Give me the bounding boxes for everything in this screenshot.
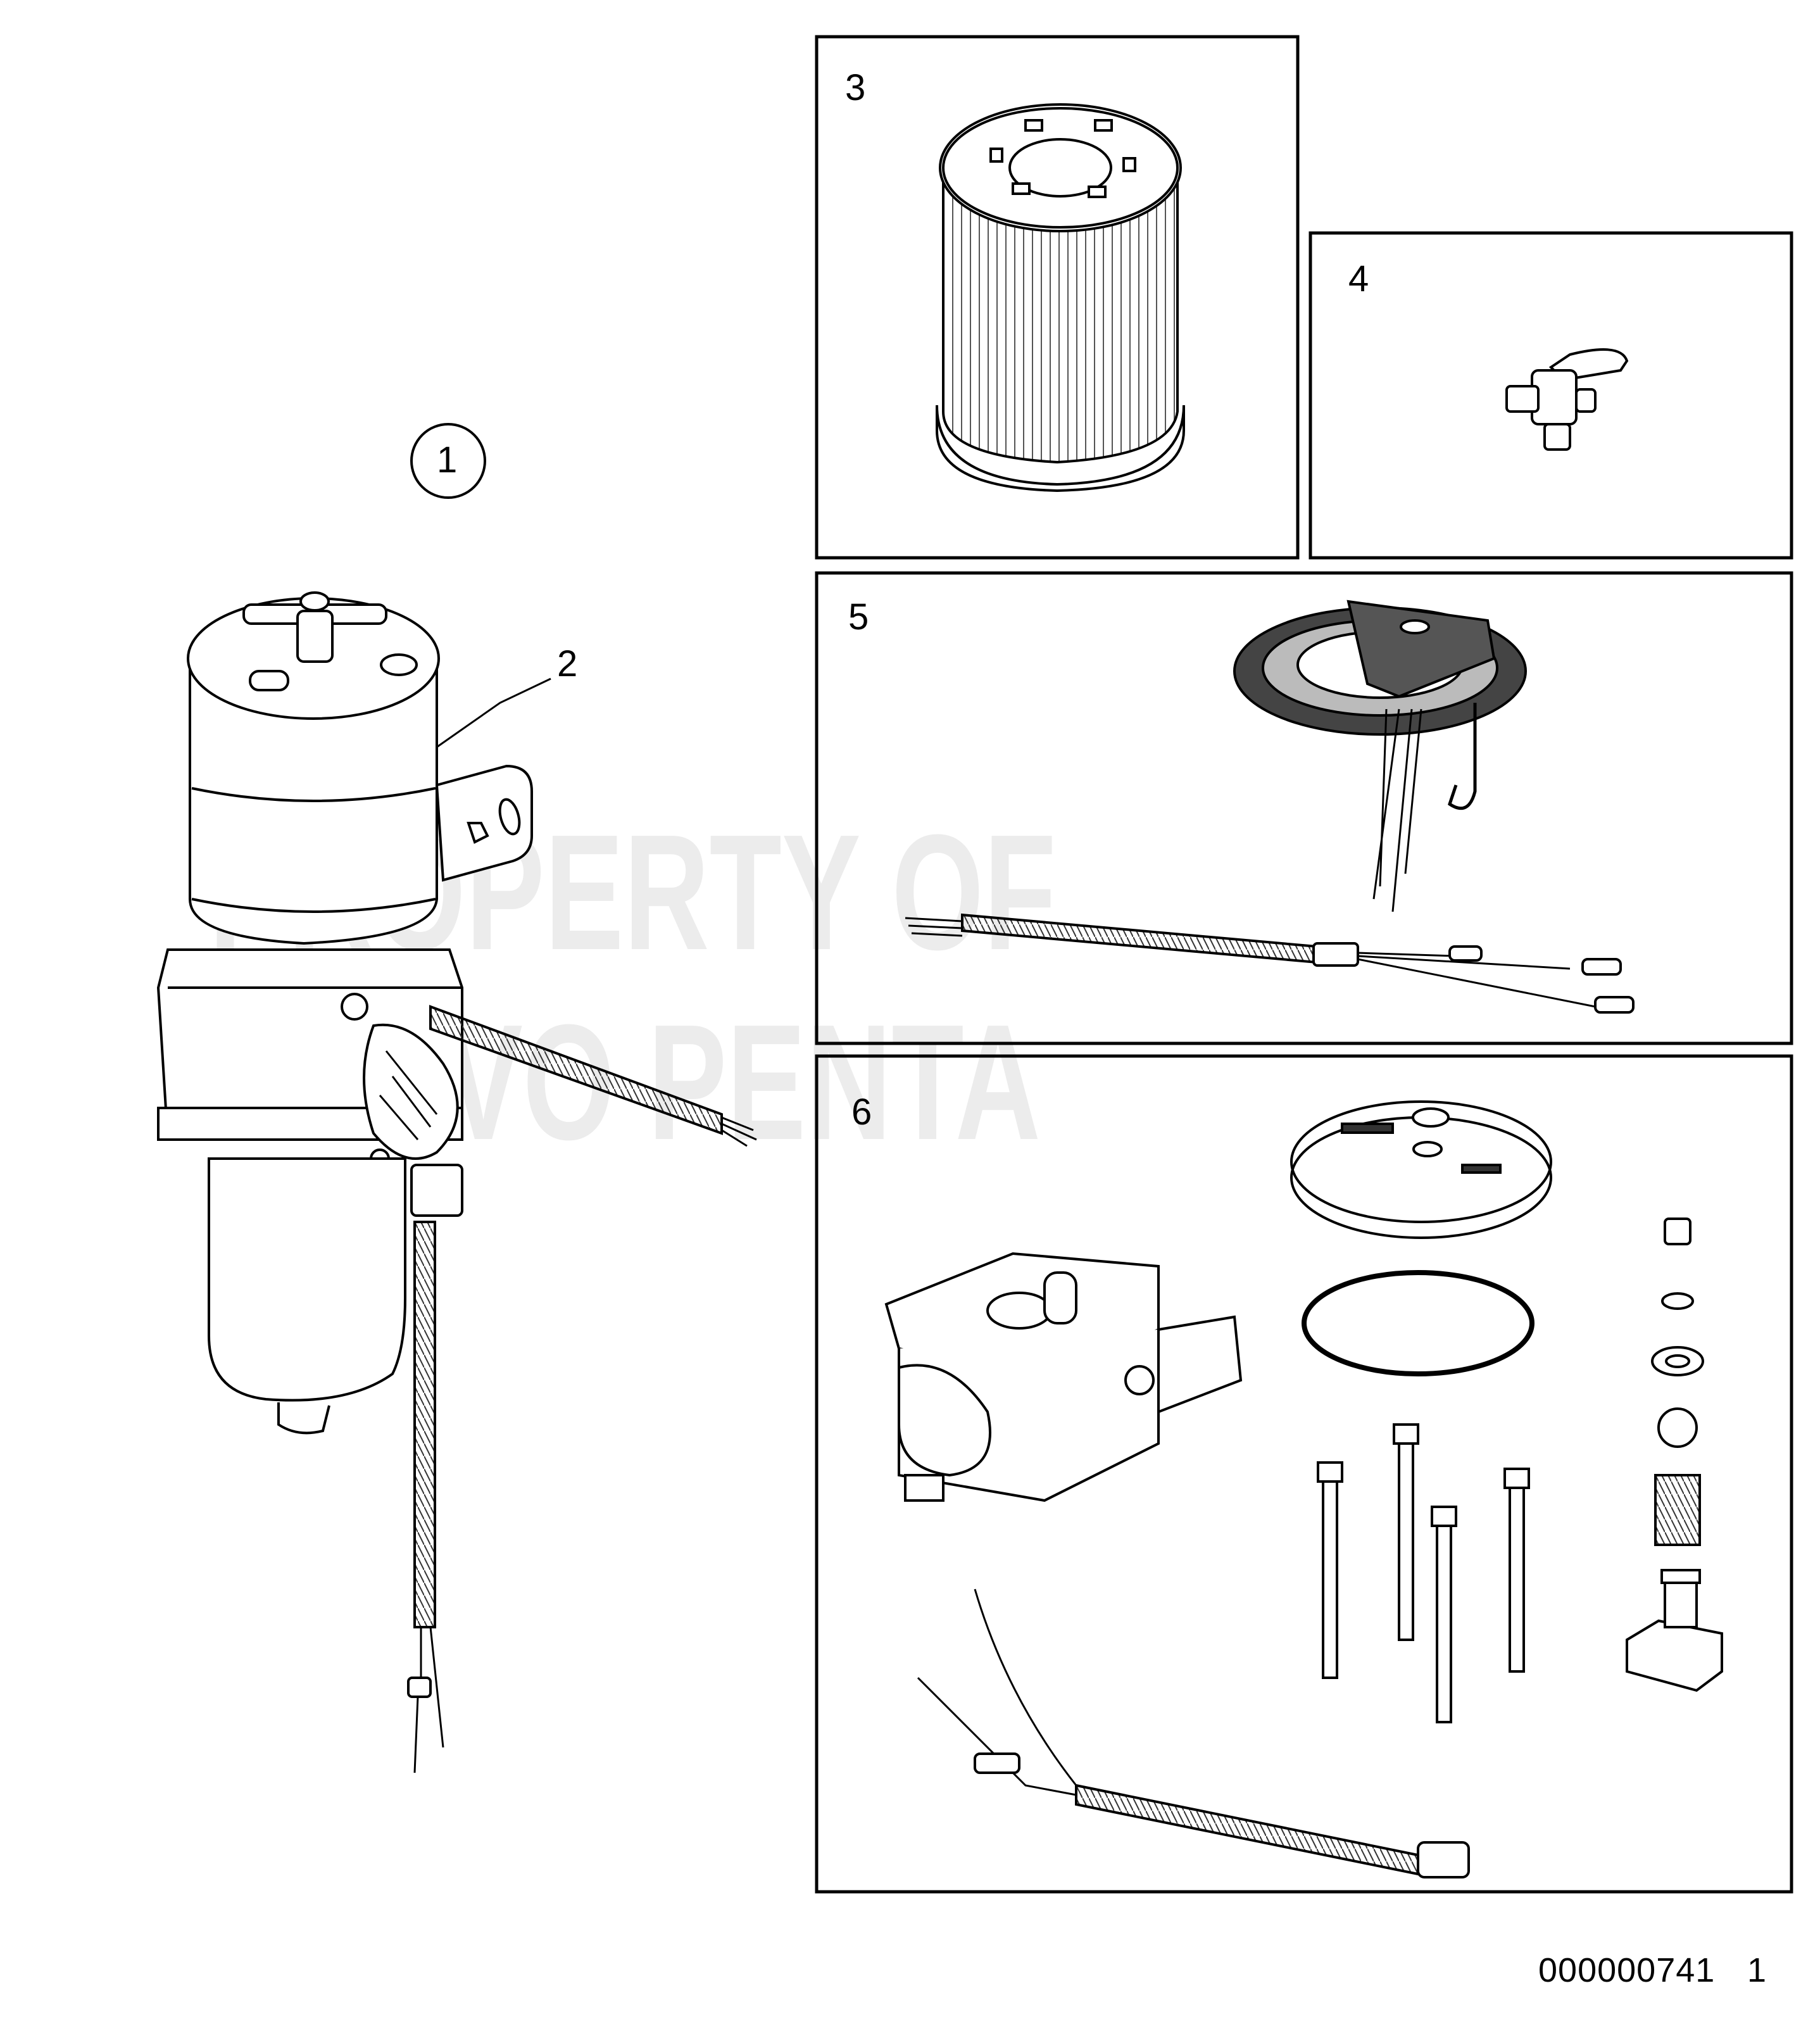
panel-6-frame (815, 1054, 1793, 1894)
drain-valve-icon (1505, 348, 1629, 451)
figure-sheet: 1 (1747, 1951, 1767, 1989)
figure-number: 000000741 (1538, 1951, 1716, 1989)
callout-4: 4 (1348, 258, 1369, 299)
callout-5: 5 (848, 596, 869, 638)
callout-circle-1 (410, 423, 486, 499)
filter-head-kit-icon (884, 1100, 1723, 1878)
water-sensor-icon (905, 600, 1635, 1014)
fuel-filter-assembly-icon (156, 423, 757, 1773)
callout-1: 1 (437, 439, 458, 481)
callout-3: 3 (845, 67, 866, 108)
bolt-set (1317, 1423, 1530, 1723)
filter-element-icon (936, 103, 1185, 493)
callout-6: 6 (851, 1092, 872, 1133)
panel-3-frame (815, 35, 1300, 560)
panel-5-frame (815, 571, 1793, 1045)
callout-2: 2 (557, 643, 578, 684)
panel-4-frame (1309, 231, 1793, 560)
